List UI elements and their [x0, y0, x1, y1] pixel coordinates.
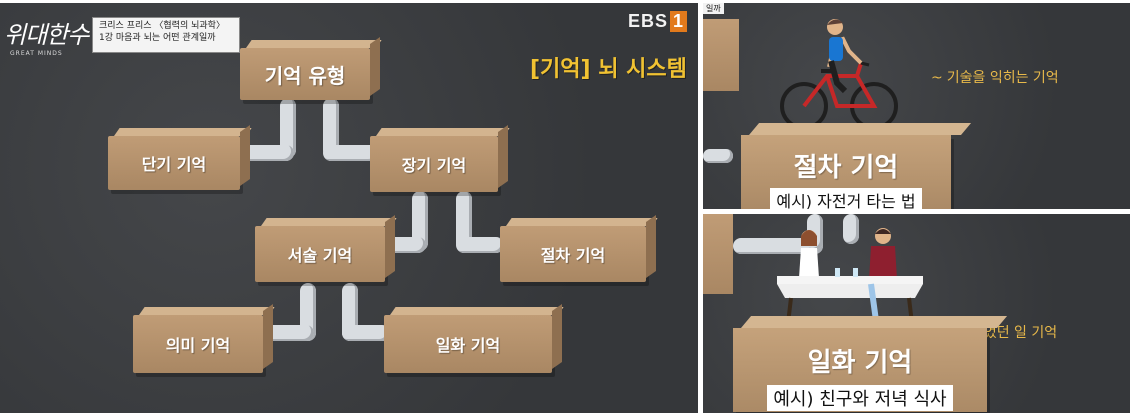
connector-tube: [323, 98, 339, 158]
cyclist-illustration: [780, 19, 898, 130]
connector-tube: [342, 325, 390, 341]
caption-line-2: 1강 마음과 뇌는 어떤 관계일까: [99, 33, 216, 43]
procedural-caption: ~기술을 익히는 기억: [931, 70, 1059, 86]
connector-tube: [703, 149, 733, 163]
channel-number: 1: [670, 11, 688, 32]
memory-diagram-panel: 위대한수업 GREAT MINDS 크리스 프리스 〈협력의 뇌과학〉 1강 마…: [0, 3, 698, 413]
connector-tube: [412, 191, 428, 251]
caption-line-1: 크리스 프리스 〈협력의 뇌과학〉: [99, 21, 225, 31]
procedural-memory-title: 절차 기억: [793, 153, 899, 183]
box-short-term-memory: 단기 기억: [108, 136, 240, 190]
curl-arrow-icon: ~: [931, 70, 943, 86]
connector-tube: [456, 191, 472, 251]
connector-tube: [843, 214, 859, 244]
connector-tube: [238, 145, 294, 161]
box-episodic-memory: 일화 기억: [384, 315, 552, 373]
box-declarative-memory: 서술 기억: [255, 226, 385, 282]
procedural-memory-example: 예시) 자전거 타는 법: [770, 188, 922, 209]
connector-tube: [386, 237, 426, 253]
cut-box: [703, 214, 733, 294]
connector-tube: [456, 237, 504, 253]
show-logo-subtitle: GREAT MINDS: [10, 50, 63, 57]
channel-name: EBS: [628, 11, 669, 31]
episodic-memory-example: 예시) 친구와 저녁 식사: [767, 385, 953, 411]
connector-tube: [280, 98, 296, 158]
episodic-memory-title: 일화 기억: [807, 348, 913, 378]
episodic-memory-box: 일화 기억 예시) 친구와 저녁 식사: [733, 328, 987, 412]
episodic-memory-panel: ~최근 있었던 일 기억 일화 기억 예시) 친구와 저녁 식사: [703, 214, 1130, 413]
cut-box: [703, 19, 739, 91]
connector-tube: [733, 238, 823, 254]
box-semantic-memory: 의미 기억: [133, 315, 263, 373]
dinner-illustration: [777, 228, 923, 332]
connector-tube: [323, 145, 379, 161]
procedural-memory-box: 절차 기억 예시) 자전거 타는 법: [741, 135, 951, 209]
section-title: [기억] 뇌 시스템: [530, 57, 687, 82]
episode-caption: 크리스 프리스 〈협력의 뇌과학〉 1강 마음과 뇌는 어떤 관계일까: [92, 17, 240, 53]
box-memory-types: 기억 유형: [240, 48, 370, 100]
panel-tag: 일까: [703, 3, 724, 14]
box-long-term-memory: 장기 기억: [370, 136, 498, 192]
box-procedural-memory: 절차 기억: [500, 226, 646, 282]
connector-tube: [262, 325, 314, 341]
procedural-memory-panel: 일까 ~기술을 익히는 기억 절차 기억 예시) 자전거 타는 법: [703, 3, 1130, 209]
